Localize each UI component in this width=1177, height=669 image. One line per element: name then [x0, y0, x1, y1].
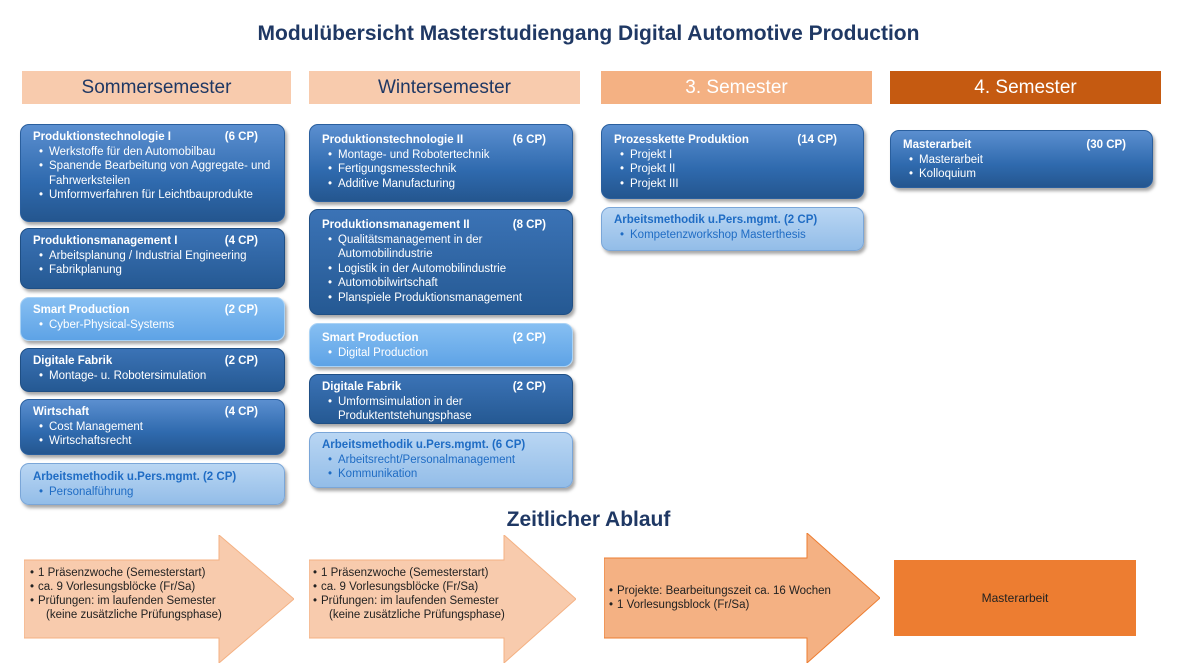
timeline-box-label: Masterarbeit [981, 591, 1049, 605]
module-cp: (2 CP) [512, 381, 546, 393]
module-item: Logistik in der Automobilindustrie [328, 262, 562, 277]
module-item: Digital Production [328, 346, 562, 361]
module-item: Additive Manufacturing [328, 177, 562, 192]
module-title: Smart Production [322, 332, 419, 344]
module-cp: (30 CP) [1086, 139, 1126, 151]
module-cp: (8 CP) [512, 219, 546, 231]
module-item: Montage- und Robotertechnik [328, 148, 562, 163]
module-smart-production-w: Smart Production (2 CP) Digital Productio… [309, 323, 573, 367]
module-item: Wirtschaftsrecht [39, 434, 274, 449]
module-produktionsmanagement-1: Produktionsmanagement I (4 CP) Arbeitspla… [20, 228, 285, 289]
module-item: Cost Management [39, 420, 274, 435]
module-title: Smart Production [33, 304, 130, 316]
module-item: Spanende Bearbeitung von Aggregate- und … [39, 159, 274, 188]
module-item: Umformverfahren für Leichtbauprodukte [39, 188, 274, 203]
timeline-box-masterarbeit: Masterarbeit [894, 560, 1136, 636]
module-masterarbeit: Masterarbeit (30 CP) Masterarbeit Kolloqu… [890, 130, 1153, 188]
header-wintersemester: Wintersemester [309, 71, 580, 104]
timeline-line: 1 Präsenzwoche (Semesterstart) [30, 566, 222, 580]
module-item: Montage- u. Robotersimulation [39, 369, 274, 384]
module-item: Umformsimulation in der Produktentstehun… [328, 395, 562, 424]
module-produktionsmanagement-2: Produktionsmanagement II (8 CP) Qualitäts… [309, 209, 573, 315]
header-semester-3: 3. Semester [601, 71, 872, 104]
module-cp: (2 CP) [512, 332, 546, 344]
module-item: Planspiele Produktionsmanagement [328, 291, 562, 306]
module-item: Cyber-Physical-Systems [39, 318, 274, 333]
module-arbeitsmethodik-w: Arbeitsmethodik u.Pers.mgmt. (6 CP) Arbe… [309, 432, 573, 488]
module-prozesskette-produktion: Prozesskette Produktion (14 CP) Projekt I… [601, 124, 864, 199]
module-item: Arbeitsrecht/Personalmanagement [328, 453, 562, 468]
module-item: Werkstoffe für den Automobilbau [39, 145, 274, 160]
module-produktionstechnologie-2: Produktionstechnologie II (6 CP) Montage-… [309, 124, 573, 202]
timeline-line: Prüfungen: im laufenden Semester [313, 594, 505, 608]
module-cp: (2 CP) [224, 304, 258, 316]
header-sommersemester: Sommersemester [22, 71, 291, 104]
timeline-line: 1 Vorlesungsblock (Fr/Sa) [609, 598, 831, 612]
timeline-line: ca. 9 Vorlesungsblöcke (Fr/Sa) [313, 580, 505, 594]
module-item: Fabrikplanung [39, 263, 274, 278]
module-item: Kommunikation [328, 467, 562, 482]
timeline-text-2: 1 Präsenzwoche (Semesterstart) ca. 9 Vor… [313, 566, 505, 622]
timeline-line: Projekte: Bearbeitungszeit ca. 16 Wochen [609, 584, 831, 598]
module-title: Prozesskette Produktion [614, 134, 749, 146]
module-item: Kolloquium [909, 167, 1142, 182]
module-item: Projekt II [620, 162, 853, 177]
module-cp: (4 CP) [224, 235, 258, 247]
module-item: Projekt III [620, 177, 853, 192]
page-title: Modulübersicht Masterstudiengang Digital… [257, 22, 920, 45]
module-produktionstechnologie-1: Produktionstechnologie I (6 CP) Werkstoff… [20, 124, 285, 222]
module-cp: (6 CP) [512, 134, 546, 146]
module-wirtschaft: Wirtschaft (4 CP) Cost Management Wirtsch… [20, 399, 285, 455]
module-cp: (2 CP) [224, 355, 258, 367]
module-title: Produktionsmanagement I [33, 235, 178, 247]
module-title: Arbeitsmethodik u.Pers.mgmt. (2 CP) [33, 471, 237, 483]
module-item: Fertigungsmesstechnik [328, 162, 562, 177]
module-item: Kompetenzworkshop Masterthesis [620, 228, 853, 243]
module-title: Arbeitsmethodik u.Pers.mgmt. (2 CP) [614, 214, 818, 226]
module-title: Produktionstechnologie I [33, 131, 172, 143]
timeline-line: Prüfungen: im laufenden Semester [30, 594, 222, 608]
module-digitale-fabrik-s: Digitale Fabrik (2 CP) Montage- u. Robote… [20, 348, 285, 392]
module-item: Masterarbeit [909, 153, 1142, 168]
module-item: Qualitätsmanagement in der Automobilindu… [328, 233, 562, 262]
module-title: Produktionsmanagement II [322, 219, 470, 231]
module-cp: (14 CP) [797, 134, 837, 146]
module-item: Personalführung [39, 485, 274, 500]
timeline-text-3: Projekte: Bearbeitungszeit ca. 16 Wochen… [609, 584, 831, 612]
module-item: Arbeitsplanung / Industrial Engineering [39, 249, 274, 264]
header-semester-4: 4. Semester [890, 71, 1161, 104]
module-title: Wirtschaft [33, 406, 90, 418]
module-title: Digitale Fabrik [322, 381, 402, 393]
module-title: Digitale Fabrik [33, 355, 113, 367]
module-arbeitsmethodik-3: Arbeitsmethodik u.Pers.mgmt. (2 CP) Komp… [601, 207, 864, 251]
module-arbeitsmethodik-s: Arbeitsmethodik u.Pers.mgmt. (2 CP) Pers… [20, 463, 285, 505]
module-item: Projekt I [620, 148, 853, 163]
module-title: Produktionstechnologie II [322, 134, 464, 146]
timeline-line: (keine zusätzliche Prüfungsphase) [46, 609, 222, 621]
module-item: Automobilwirtschaft [328, 276, 562, 291]
module-smart-production-s: Smart Production (2 CP) Cyber-Physical-Sy… [20, 297, 285, 341]
timeline-text-1: 1 Präsenzwoche (Semesterstart) ca. 9 Vor… [30, 566, 222, 622]
module-title: Masterarbeit [903, 139, 972, 151]
timeline-title: Zeitlicher Ablauf [506, 508, 671, 531]
timeline-line: ca. 9 Vorlesungsblöcke (Fr/Sa) [30, 580, 222, 594]
timeline-line: (keine zusätzliche Prüfungsphase) [329, 609, 505, 621]
module-cp: (6 CP) [224, 131, 258, 143]
module-digitale-fabrik-w: Digitale Fabrik (2 CP) Umformsimulation i… [309, 374, 573, 424]
module-cp: (4 CP) [224, 406, 258, 418]
module-title: Arbeitsmethodik u.Pers.mgmt. (6 CP) [322, 439, 526, 451]
timeline-line: 1 Präsenzwoche (Semesterstart) [313, 566, 505, 580]
